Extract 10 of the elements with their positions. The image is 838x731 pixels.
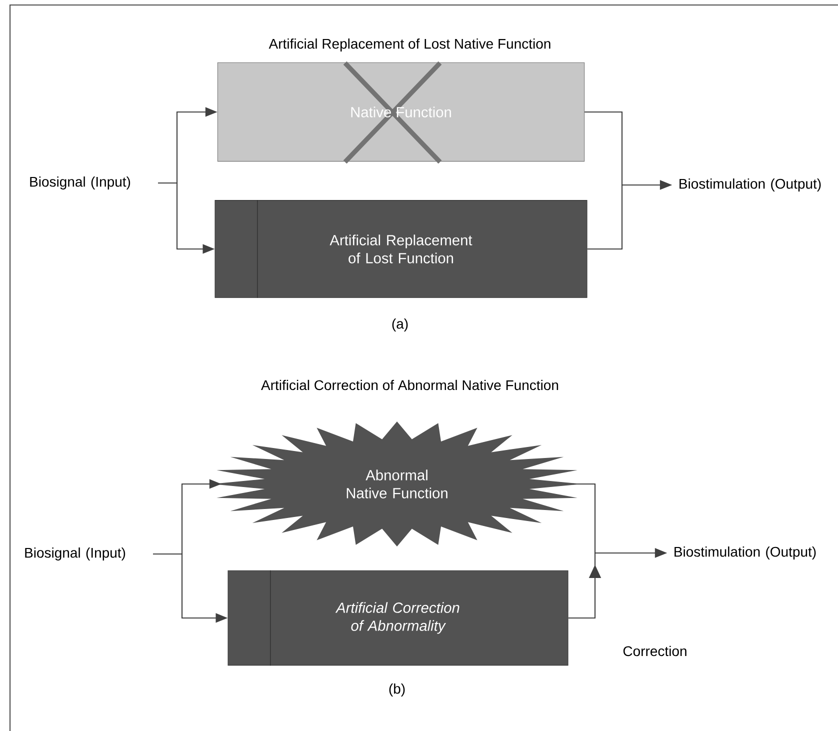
- text-label: (b): [389, 683, 405, 697]
- text-label: (a): [392, 318, 408, 332]
- text-label: Biostimulation (Output): [674, 546, 816, 560]
- text-label: Artificial Correction of Abnormal Native Function: [261, 380, 558, 390]
- text-label: Biosignal (Input): [25, 547, 126, 561]
- process-box: Artificial Replacement of Lost Function: [214, 200, 588, 298]
- process-box: Artificial Correction of Abnormality: [228, 570, 568, 666]
- edge-label: Correction: [621, 644, 689, 658]
- text-label: Biostimulation (Output): [680, 178, 821, 192]
- text-label: Biosignal (Input): [30, 176, 130, 190]
